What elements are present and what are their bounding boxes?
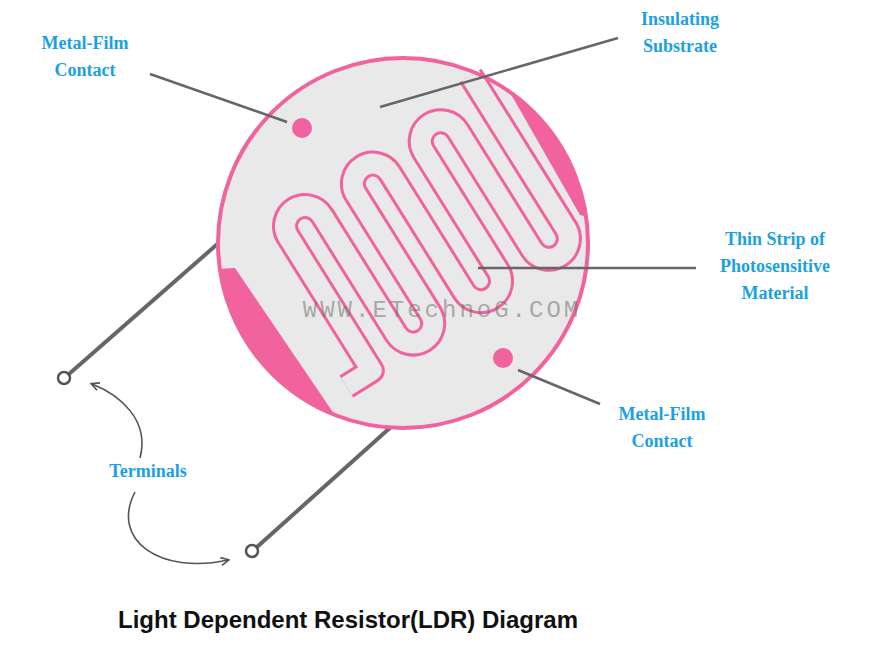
terminal	[246, 545, 258, 557]
part-label: Metal-Film Contact	[25, 30, 145, 84]
callout-arrow	[128, 492, 228, 564]
part-label: Thin Strip of Photosensitive Material	[700, 226, 850, 307]
terminal-lead	[69, 240, 222, 374]
photosensitive-strip	[241, 76, 576, 389]
terminal	[58, 372, 70, 384]
leader-line	[518, 370, 600, 404]
watermark: WWW.ETechnoG.COM	[303, 297, 581, 324]
part-label: Insulating Substrate	[620, 6, 740, 60]
leader-line	[478, 267, 696, 270]
part-label: Metal-Film Contact	[602, 401, 722, 455]
ldr-casing	[218, 58, 588, 428]
part-label: Terminals	[88, 458, 208, 485]
terminal-lead	[257, 426, 392, 547]
callout-arrow	[92, 384, 142, 458]
caption: Light Dependent Resistor(LDR) Diagram	[118, 606, 578, 634]
contact-dot	[292, 118, 312, 138]
leader-line	[380, 38, 618, 107]
insulating-substrate	[218, 58, 588, 428]
contact-dot	[493, 348, 513, 368]
leader-line	[150, 74, 287, 122]
